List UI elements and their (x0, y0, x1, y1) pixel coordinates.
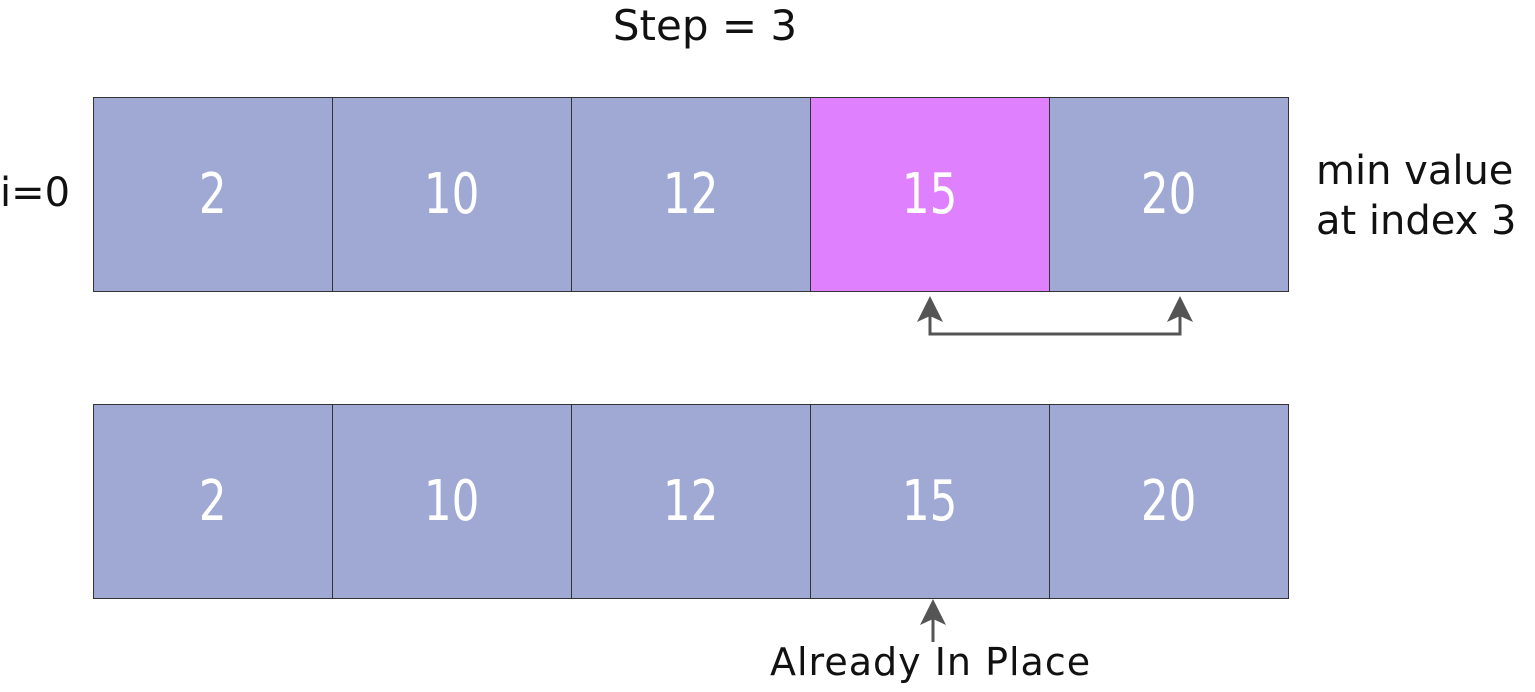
cell-value: 12 (663, 162, 719, 227)
cell-value: 15 (902, 162, 958, 227)
cell-value: 10 (424, 469, 480, 534)
cell-value: 2 (199, 162, 227, 227)
step-title: Step = 3 (612, 1, 798, 50)
cell-value: 2 (199, 469, 227, 534)
arrow-head-right (1167, 296, 1193, 322)
cell-value: 20 (1141, 162, 1197, 227)
array-cell: 12 (571, 97, 811, 292)
array-row-before: 2 10 12 15 20 (93, 97, 1293, 292)
array-cell: 20 (1049, 404, 1289, 599)
swap-arrow (917, 296, 1193, 336)
array-cell: 2 (93, 404, 333, 599)
cell-value: 10 (424, 162, 480, 227)
array-cell-highlighted: 15 (810, 97, 1050, 292)
array-cell: 10 (332, 404, 572, 599)
arrow-head-left (917, 296, 943, 322)
cell-value: 12 (663, 469, 719, 534)
array-cell: 2 (93, 97, 333, 292)
in-place-arrow (920, 599, 946, 642)
array-cell: 15 (810, 404, 1050, 599)
iteration-label: i=0 (0, 170, 71, 216)
array-cell: 20 (1049, 97, 1289, 292)
arrow-head-up (920, 599, 946, 625)
min-value-note-line1: min value (1316, 148, 1514, 194)
array-row-after: 2 10 12 15 20 (93, 404, 1293, 599)
cell-value: 20 (1141, 469, 1197, 534)
array-cell: 12 (571, 404, 811, 599)
min-value-note: min value at index 3 (1316, 146, 1517, 246)
already-in-place-label: Already In Place (770, 640, 1092, 684)
min-value-note-line2: at index 3 (1316, 198, 1517, 244)
cell-value: 15 (902, 469, 958, 534)
array-cell: 10 (332, 97, 572, 292)
